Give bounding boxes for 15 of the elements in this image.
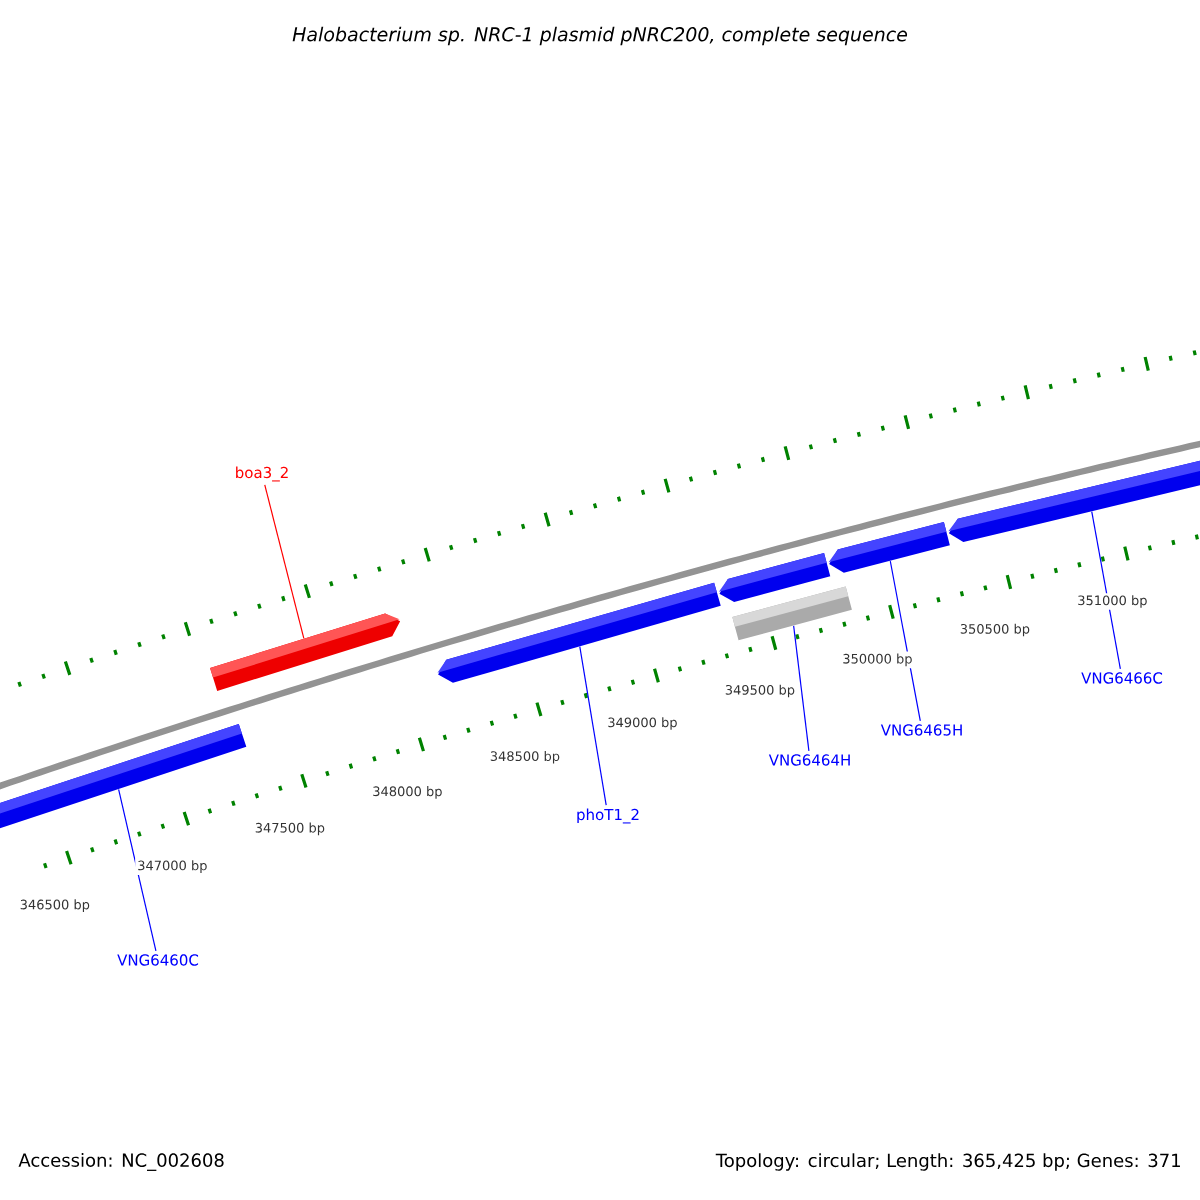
gene-feature: [718, 553, 831, 603]
gene-feature: [732, 586, 852, 641]
footer-text: Topology: circular; Length: 365,425 bp; Genes: 371: [715, 1153, 1180, 1171]
footer-text: Accession: NC_002608: [18, 1153, 224, 1171]
gene-feature: [210, 613, 401, 691]
gene-feature: [0, 723, 247, 831]
gene-feature: [828, 522, 950, 573]
leader-line: [793, 625, 810, 752]
leader-line: [118, 788, 157, 952]
leader-line: [264, 484, 305, 639]
leader-line: [579, 646, 607, 806]
leader-line: [889, 560, 921, 722]
leader-line: [1091, 511, 1121, 670]
gene-feature: [437, 582, 721, 683]
title: Halobacterium sp. NRC-1 plasmid pNRC200, complete sequence: [292, 26, 908, 46]
